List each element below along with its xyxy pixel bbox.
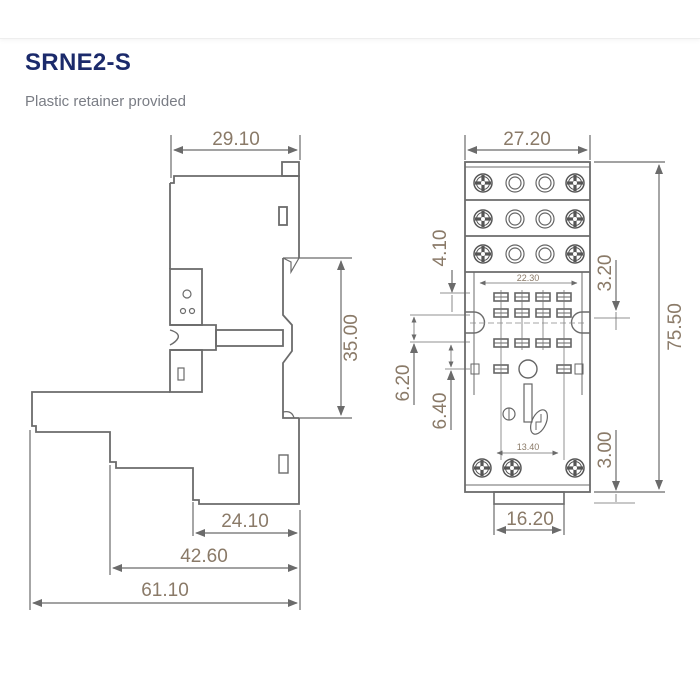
- dim-depth-1: 24.10: [221, 511, 269, 532]
- dim-top-width: 29.10: [212, 129, 260, 150]
- pin-grid: [470, 290, 585, 460]
- dim-foot-width: 16.20: [506, 509, 554, 530]
- dim-height: 75.50: [665, 303, 686, 351]
- top-bar: [0, 0, 700, 39]
- product-subtitle: Plastic retainer provided: [25, 93, 186, 110]
- dim-depth-2: 42.60: [180, 546, 228, 567]
- front-view-dimensions: [410, 135, 665, 535]
- dim-width: 27.20: [503, 129, 551, 150]
- dim-bottom-gap: 3.00: [595, 432, 616, 469]
- dim-rail-height: 35.00: [341, 314, 362, 362]
- dim-gap-top: 4.10: [430, 230, 451, 267]
- dim-gap-right: 3.20: [595, 255, 616, 292]
- product-title: SRNE2-S: [25, 49, 132, 76]
- dim-pin-span: 22.30: [517, 273, 540, 283]
- side-view: [31, 161, 301, 505]
- dim-gap-left-1: 6.20: [393, 365, 414, 402]
- dim-gap-left-2: 6.40: [430, 393, 451, 430]
- dim-depth-3: 61.10: [141, 580, 189, 601]
- dim-inner-span: 13.40: [517, 442, 540, 452]
- side-view-dimensions: [29, 135, 352, 610]
- front-view: [464, 161, 591, 505]
- terminal-screws: [472, 173, 585, 478]
